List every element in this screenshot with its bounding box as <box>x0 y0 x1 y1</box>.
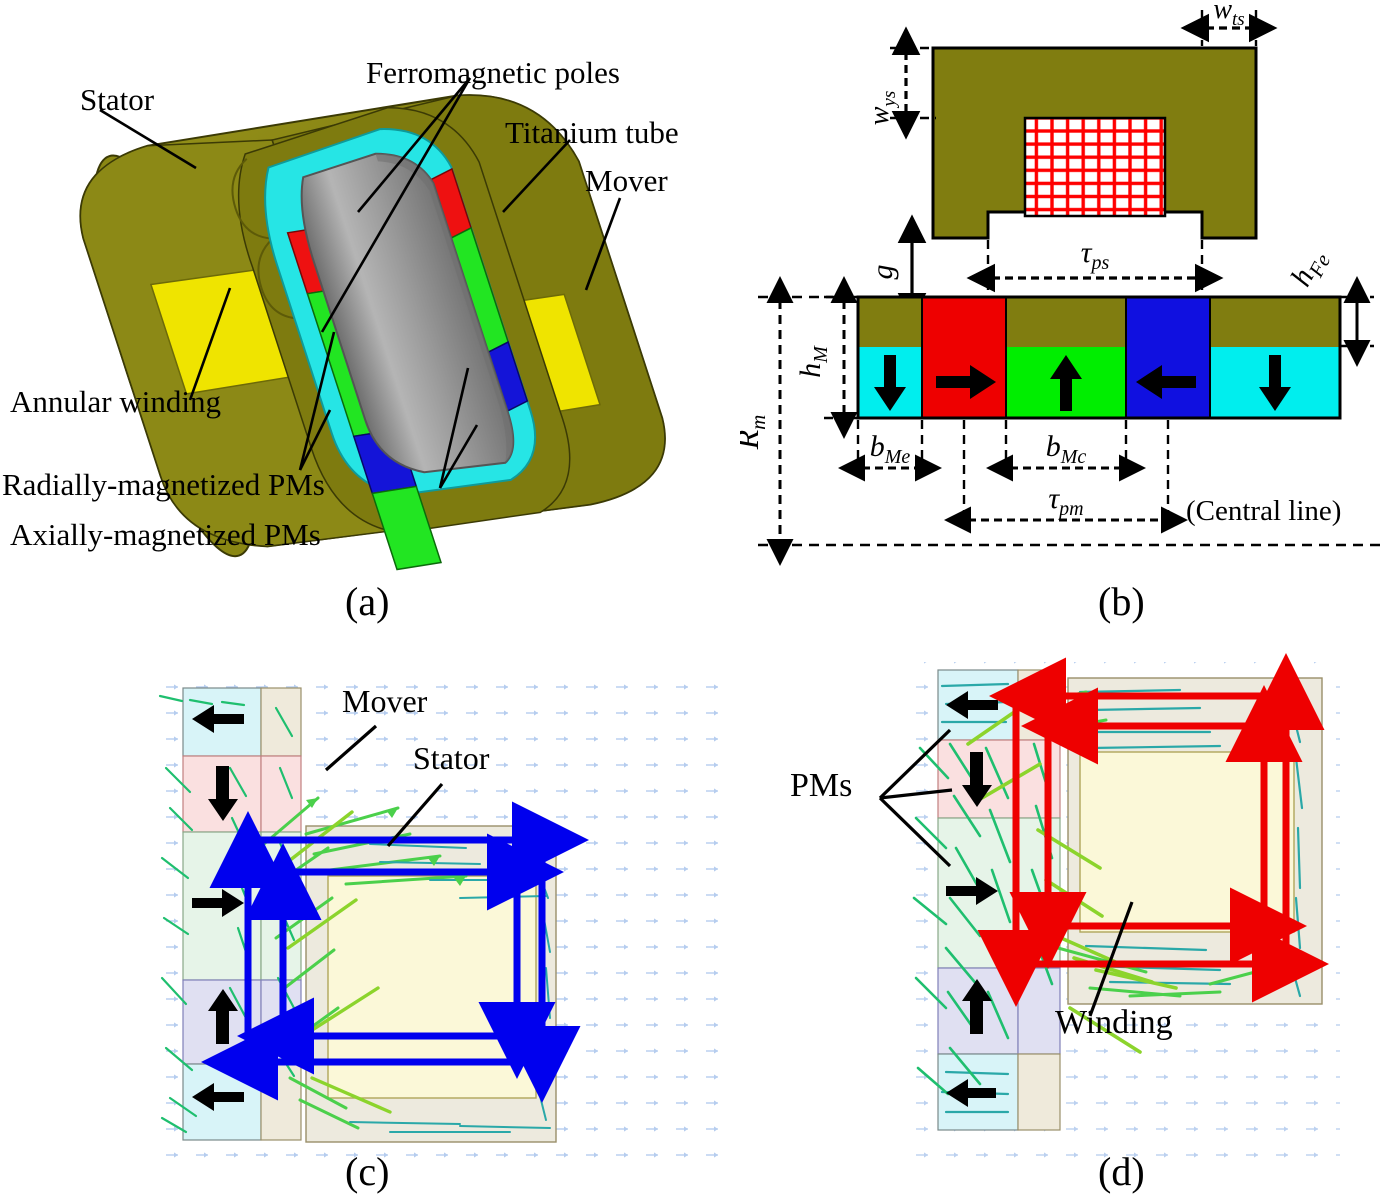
mover-pole-cyan-left <box>858 297 922 347</box>
label-annular-winding: Annular winding <box>10 384 221 419</box>
panel-d-leader-lines <box>878 728 1134 1017</box>
mover-tube <box>300 152 515 474</box>
dim-w-ts <box>1180 10 1278 46</box>
panel-caption-a: (a) <box>345 579 390 624</box>
magnetization-arrows <box>874 355 1291 411</box>
arrow-right-red <box>936 365 996 399</box>
mover-pm-red-top <box>922 297 1006 347</box>
dim-label-h-M: hM <box>794 345 832 378</box>
dim-label-w-ts: wts <box>1213 0 1244 30</box>
dim-label-b-Mc: bMc <box>1046 430 1087 468</box>
dim-b-Me <box>838 420 942 482</box>
arrow-down-left <box>874 355 906 411</box>
dim-label-R-m: Rm <box>740 415 770 451</box>
dim-label-tau-ps: τps <box>1081 236 1110 274</box>
label-stator-a: Stator <box>80 82 155 117</box>
dim-tau-pm <box>944 420 1188 534</box>
dim-w-ys <box>890 26 936 140</box>
mover-pole-right <box>1210 297 1340 347</box>
arrow-up-green <box>1050 355 1082 411</box>
label-mover-c: Mover <box>342 683 428 719</box>
label-pms-d: PMs <box>790 767 853 804</box>
dim-label-tau-pm: τpm <box>1048 482 1083 520</box>
stator-winding-grid <box>1023 116 1167 218</box>
central-line-note: (Central line) <box>1186 495 1342 527</box>
panel-caption-b: (b) <box>1098 579 1145 624</box>
stator-region-c <box>305 825 557 1143</box>
panel-caption-d: (d) <box>1098 1149 1145 1194</box>
dim-tau-ps <box>966 240 1224 293</box>
flux-loop-inner-c <box>237 833 564 1079</box>
arrow-down-right <box>1259 355 1291 411</box>
label-radial-pms: Radially-magnetized PMs <box>2 467 325 502</box>
label-stator-c: Stator <box>413 740 490 776</box>
label-mover-a: Mover <box>585 163 668 198</box>
label-winding-d: Winding <box>1055 1004 1173 1041</box>
mover-pole-mid <box>1006 297 1126 347</box>
panel-c-leader-lines <box>324 724 444 848</box>
dim-label-g: g <box>866 265 899 280</box>
panel-caption-c: (c) <box>345 1149 390 1194</box>
mover-pm-blue-top <box>1126 297 1210 347</box>
label-ferromagnetic-poles: Ferromagnetic poles <box>366 55 620 90</box>
stator-cross-section <box>931 46 1258 240</box>
label-titanium-tube: Titanium tube <box>505 115 679 150</box>
dim-label-w-ys: wys <box>864 91 900 126</box>
label-axial-pms: Axially-magnetized PMs <box>10 517 321 552</box>
dim-label-b-Me: bMe <box>870 430 911 468</box>
dim-b-Mc <box>986 420 1146 482</box>
arrow-left-blue <box>1136 365 1196 399</box>
dim-h-M <box>824 276 864 439</box>
panel-a-leader-lines <box>99 77 622 489</box>
armature-flux-loop-inner-d <box>1009 685 1307 969</box>
dim-h-Fe <box>1340 276 1374 367</box>
